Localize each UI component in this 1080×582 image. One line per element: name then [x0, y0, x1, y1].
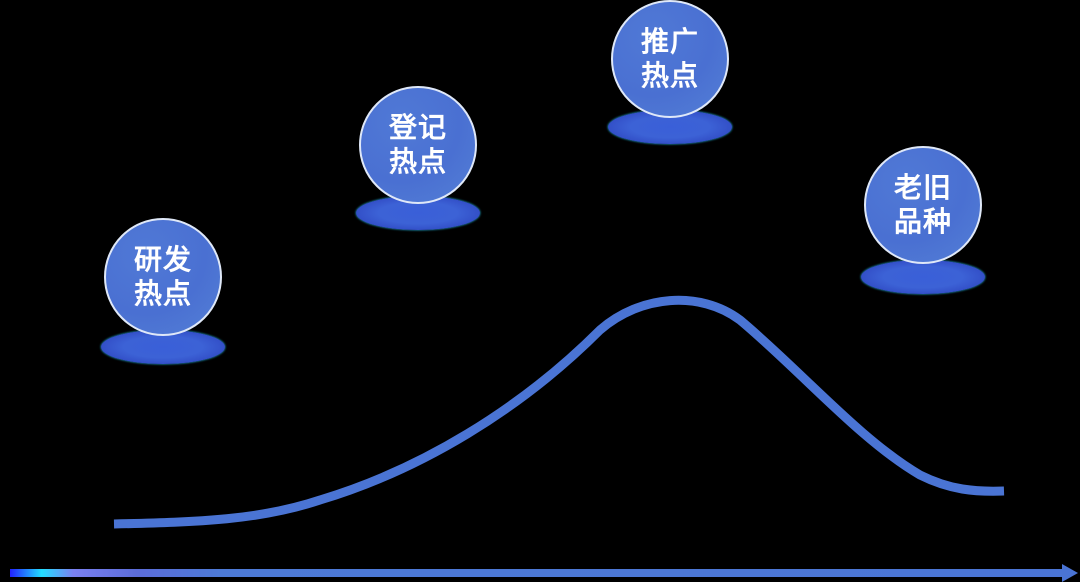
- stage-label-line2: 热点: [388, 145, 447, 178]
- stage-bubble: 研发 热点: [104, 218, 222, 336]
- stage-label-line1: 研发: [133, 243, 192, 276]
- stage-research-hotspot: 研发 热点: [98, 218, 228, 368]
- stage-legacy-variety: 老旧 品种: [858, 146, 988, 296]
- stage-bubble: 登记 热点: [359, 86, 477, 204]
- stage-label-line1: 推广: [640, 25, 699, 58]
- bubble-shadow: [861, 260, 985, 294]
- lifecycle-curve: [113, 295, 1005, 529]
- stage-bubble: 推广 热点: [611, 0, 729, 118]
- stage-label-line1: 登记: [388, 111, 447, 144]
- stage-bubble: 老旧 品种: [864, 146, 982, 264]
- stage-label-line1: 老旧: [893, 171, 952, 204]
- time-axis-arrow: [10, 564, 1078, 582]
- stage-label-line2: 品种: [893, 205, 952, 238]
- stage-label-line2: 热点: [640, 59, 699, 92]
- stage-promotion-hotspot: 推广 热点: [605, 0, 735, 150]
- stage-registration-hotspot: 登记 热点: [353, 86, 483, 236]
- stage-label-line2: 热点: [133, 277, 192, 310]
